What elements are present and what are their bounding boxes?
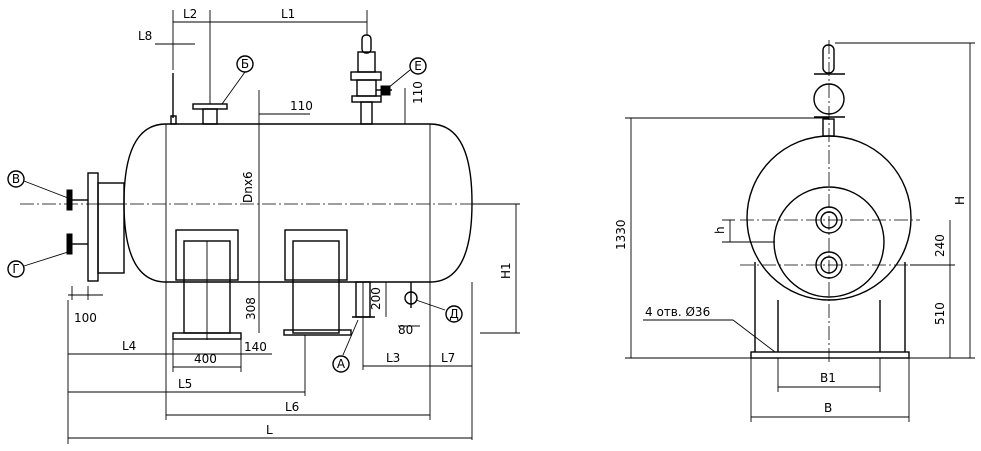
dim-l1: L1 [281,7,295,21]
inlet-flange [87,172,125,282]
safety-valve [350,34,392,125]
dim-80: 80 [398,323,413,337]
dim-l8: L8 [138,29,152,43]
dim-l: L [266,423,273,437]
nozzle-labels: Б Е В Г Д А [7,55,463,373]
dim-holes: 4 отв. Ø36 [645,305,710,319]
nozzle-b [192,103,228,125]
valve-g [66,233,88,255]
label-nozzle-d: Д [449,307,458,321]
dim-400: 400 [194,352,217,366]
dim-110-side: 110 [411,81,425,104]
label-nozzle-b: Б [241,57,249,71]
dim-h: H [953,196,967,205]
dim-140: 140 [244,340,267,354]
dim-100: 100 [74,311,97,325]
front-view: Б Е В Г Д А L2 L1 [7,7,520,444]
label-nozzle-v: В [12,172,20,186]
dim-510: 510 [933,302,947,325]
side-view: H 1330 h 240 510 4 отв. Ø36 B1 [614,40,975,422]
dim-l4: L4 [122,339,136,353]
dim-l2: L2 [183,7,197,21]
support-left [172,229,242,340]
dim-b: B [824,401,832,415]
vessel-shell [20,90,520,283]
dim-1330: 1330 [614,219,628,250]
side-dimensions: H 1330 h 240 510 4 отв. Ø36 B1 [614,42,975,422]
dim-h1: H1 [499,262,513,279]
label-nozzle-e: Е [414,59,422,73]
dim-l7: L7 [441,351,455,365]
drain-valve [404,282,418,308]
dim-dnx6: Dnx6 [241,171,255,203]
support-middle [283,229,352,336]
label-nozzle-a: А [337,357,346,371]
dim-small-h: h [713,226,727,234]
dim-l6: L6 [285,400,299,414]
dim-110-top: 110 [290,99,313,113]
dim-b1: B1 [820,371,836,385]
thermometer-nozzle [170,73,177,125]
dim-200: 200 [369,287,383,310]
label-nozzle-g: Г [12,262,19,276]
dim-240: 240 [933,234,947,257]
nozzle-a [352,281,375,320]
dim-l5: L5 [178,377,192,391]
valve-v [66,189,88,211]
front-dimensions: L2 L1 L8 110 110 Dnx6 H1 308 200 [67,7,520,444]
dim-308: 308 [244,297,258,320]
dim-l3: L3 [386,351,400,365]
